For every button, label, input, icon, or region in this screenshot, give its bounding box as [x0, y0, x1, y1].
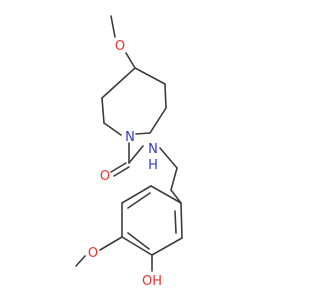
- bond-o-top-c4: [125, 52, 136, 69]
- atom-nh: N: [148, 142, 158, 157]
- bond-azepane-c5-c6: [164, 83, 167, 109]
- bond-o-methyl-aryl: [75, 255, 86, 267]
- bond-ch2-ch2: [170, 167, 178, 191]
- atom-o-methoxy-aryl: O: [88, 246, 98, 261]
- bonds: [75, 15, 183, 272]
- bond-methyl-o-top: [110, 15, 116, 38]
- bond-benzene-c2-c3: [151, 237, 183, 256]
- bond-benzene-inner-1: [174, 210, 177, 234]
- bond-azepane-n-c2: [103, 122, 122, 136]
- bond-benzene-inner-2: [127, 232, 150, 250]
- bond-carbonyl-double-2: [113, 166, 130, 177]
- atom-oh: OH: [142, 274, 162, 289]
- bond-nh-ch2: [159, 147, 178, 169]
- bond-aryl-o-methoxy: [99, 236, 123, 251]
- atom-o-carbonyl: O: [100, 169, 110, 184]
- atom-n-ring: N: [125, 130, 135, 145]
- bond-benzene-inner-3: [127, 192, 151, 209]
- bond-azepane-c7-n: [135, 132, 151, 135]
- bond-azepane-c4-c5: [134, 67, 166, 85]
- bond-benzene-c6-c1: [150, 185, 182, 204]
- bond-azepane-c2-c3: [101, 97, 105, 124]
- bond-carbonyl-double-1: [110, 162, 127, 173]
- bond-benzene-c3-c4: [121, 236, 153, 256]
- atom-labels: O N O N H O OH: [88, 39, 162, 289]
- bond-benzene-c5-c6: [121, 185, 152, 204]
- bond-ch2-aryl: [170, 189, 182, 204]
- bond-carbonyl-c-nh: [128, 145, 144, 164]
- atom-h-on-n: H: [148, 158, 158, 173]
- bond-azepane-c6-c7: [149, 107, 167, 134]
- bond-azepane-c3-c4: [101, 67, 136, 99]
- atom-o-methoxy-ring: O: [115, 39, 125, 54]
- bond-benzene-c1-c2: [180, 202, 183, 239]
- molecule-structure: O N O N H O OH: [75, 15, 183, 289]
